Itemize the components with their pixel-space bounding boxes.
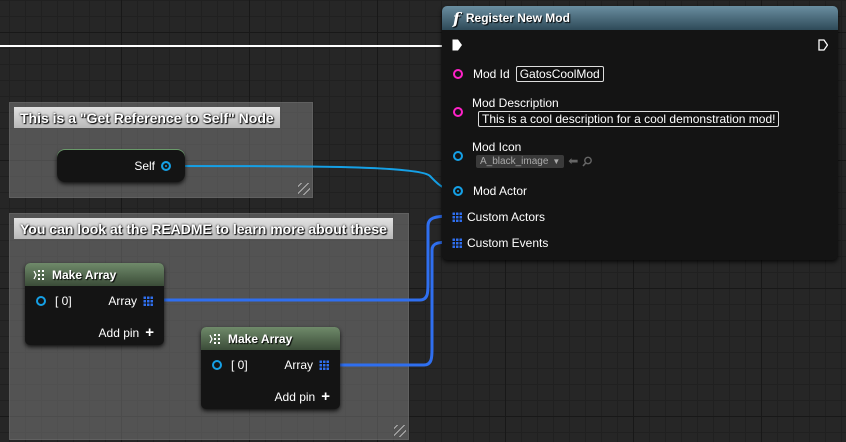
mod-description-input[interactable]: This is a cool description for a cool de… (478, 111, 780, 127)
mod-icon-label: Mod Icon (472, 140, 522, 154)
array-output-pin[interactable] (143, 296, 153, 306)
mod-actor-label: Mod Actor (473, 184, 528, 198)
mod-id-input[interactable]: GatosCoolMod (515, 66, 604, 82)
custom-events-pin[interactable] (452, 238, 462, 248)
custom-events-label: Custom Events (467, 236, 549, 250)
comment-title[interactable]: You can look at the README to learn more… (14, 218, 393, 239)
make-array-node-2[interactable]: Make Array [ 0] Array Add pin + (201, 327, 340, 409)
exec-in-icon[interactable] (452, 39, 462, 51)
mod-description-pin[interactable] (453, 107, 463, 117)
register-new-mod-node[interactable]: f Register New Mod Mod Id GatosCoolMod M… (442, 6, 838, 260)
node-title: Make Array (228, 331, 293, 346)
browse-arrow-icon[interactable]: ⬅ (568, 154, 579, 168)
array-label: Array (108, 294, 137, 308)
node-header[interactable]: f Register New Mod (442, 6, 838, 30)
custom-actors-pin[interactable] (452, 212, 462, 222)
mod-actor-pin[interactable] (453, 186, 463, 196)
add-pin-label[interactable]: Add pin (98, 326, 140, 340)
exec-out-icon[interactable] (818, 39, 828, 51)
resize-grip[interactable] (298, 183, 310, 195)
function-icon: f (453, 8, 460, 28)
mod-id-label: Mod Id (473, 67, 510, 81)
index-input-pin[interactable] (212, 360, 222, 370)
make-array-icon (209, 332, 223, 346)
array-label: Array (284, 358, 313, 372)
mod-icon-value: A_black_image (480, 155, 549, 167)
index-label: [ 0] (55, 294, 72, 308)
mod-id-pin[interactable] (453, 69, 463, 79)
self-label: Self (134, 159, 155, 173)
mod-description-label: Mod Description (472, 96, 559, 110)
plus-icon[interactable]: + (321, 388, 330, 405)
array-output-pin[interactable] (319, 360, 329, 370)
search-icon[interactable] (582, 156, 593, 167)
chevron-down-icon: ▼ (552, 156, 561, 166)
make-array-icon (33, 268, 47, 282)
node-header[interactable]: Make Array (25, 263, 164, 286)
node-title: Register New Mod (465, 11, 570, 25)
plus-icon[interactable]: + (145, 324, 154, 341)
node-header[interactable]: Make Array (201, 327, 340, 350)
custom-actors-label: Custom Actors (467, 210, 546, 224)
self-output-pin[interactable] (161, 161, 171, 171)
resize-grip[interactable] (394, 425, 406, 437)
mod-icon-dropdown[interactable]: A_black_image ▼ (476, 154, 565, 168)
self-node[interactable]: Self (57, 150, 185, 182)
comment-title[interactable]: This is a "Get Reference to Self" Node (14, 107, 280, 128)
index-label: [ 0] (231, 358, 248, 372)
index-input-pin[interactable] (36, 296, 46, 306)
mod-icon-pin[interactable] (453, 151, 463, 161)
node-title: Make Array (52, 267, 117, 282)
make-array-node-1[interactable]: Make Array [ 0] Array Add pin + (25, 263, 164, 345)
add-pin-label[interactable]: Add pin (274, 390, 316, 404)
